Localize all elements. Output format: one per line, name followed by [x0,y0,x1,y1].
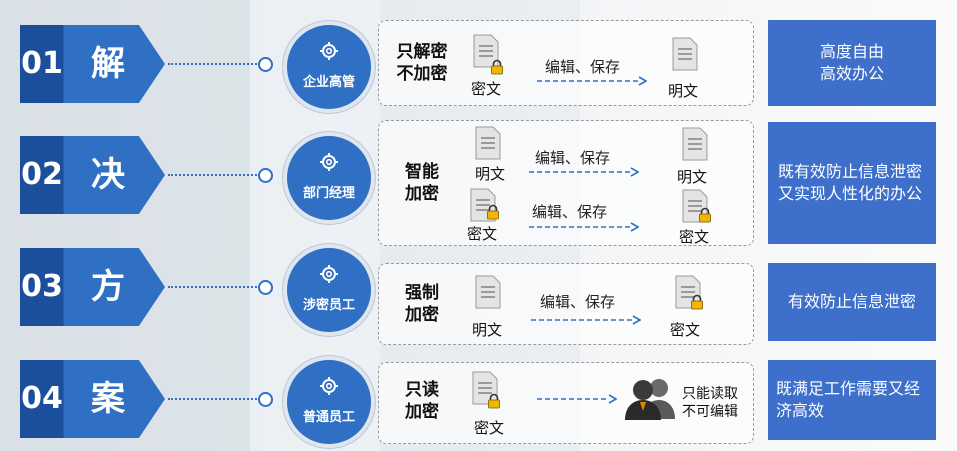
row-character: 决 [91,155,125,195]
role-name: 部门经理 [302,186,355,201]
lock-icon [491,59,503,75]
connector-line [168,398,260,400]
connector-line [168,174,260,176]
connector-line [168,63,260,65]
result-box: 既满足工作需要又经济高效 [768,360,936,440]
users-icon [625,379,675,420]
arrow-right-icon [529,167,639,177]
document-icon [473,34,499,68]
lock-icon [488,393,500,409]
row-number: 02 [21,157,63,192]
result-text: 高度自由 高效办公 [819,42,884,83]
action-label: 编辑、保存 [545,58,621,76]
target-label: 明文 [668,82,699,100]
target-label: 密文 [679,228,710,246]
source-label: 密文 [474,419,505,437]
source-label: 密文 [467,225,498,243]
action-label: 编辑、保存 [532,203,608,221]
panel-title: 只读 加密 [405,380,439,422]
row-label-tab [20,248,165,326]
result-box: 高度自由 高效办公 [768,20,936,106]
target-label: 密文 [670,321,701,339]
role-name: 涉密员工 [302,298,355,313]
role-circle[interactable]: 涉密员工 [283,244,375,336]
connector-dot [258,392,273,407]
gear-icon [320,42,338,60]
connector-dot [258,57,273,72]
lock-icon [691,294,703,310]
action-label: 编辑、保存 [535,149,611,167]
row-label-tab [20,360,165,438]
role-name: 普通员工 [302,410,355,425]
source-label: 明文 [475,165,506,183]
result-text: 有效防止信息泄密 [787,292,916,311]
flow-panel: 智能 加密 明文 编辑、保存 明文 密文 编辑、保存 密文 [378,120,754,246]
arrow-right-icon [531,315,641,325]
row-label-tab [20,25,165,103]
connector-dot [258,280,273,295]
result-text: 既有效防止信息泄密又实现人性化的办公 [778,162,923,203]
gear-icon [320,153,338,171]
lock-icon [699,207,711,223]
row-label-tab [20,136,165,214]
row-character: 案 [91,379,125,419]
document-icon [682,127,708,161]
result-box: 有效防止信息泄密 [768,263,936,341]
target-label: 只能读取 不可编辑 [682,386,738,420]
document-icon [475,275,501,309]
role-circle[interactable]: 部门经理 [283,132,375,224]
arrow-right-icon [537,76,647,86]
result-text: 既满足工作需要又经济高效 [776,379,921,420]
role-circle[interactable]: 企业高管 [283,21,375,113]
panel-title: 智能 加密 [405,162,439,204]
arrow-right-icon [537,394,617,404]
row-character: 方 [91,267,125,307]
flow-panel: 只读 加密 密文 只能读取 不可编辑 [378,362,754,444]
lock-icon [487,204,499,220]
flow-panel: 只解密 不加密 密文 编辑、保存 明文 [378,20,754,106]
gear-icon [320,377,338,395]
document-icon [475,126,501,160]
row-number: 04 [21,381,63,416]
action-label: 编辑、保存 [540,293,616,311]
document-icon [672,37,698,71]
result-box: 既有效防止信息泄密又实现人性化的办公 [768,122,936,244]
arrow-right-icon [529,222,639,232]
row-number: 03 [21,269,63,304]
gear-icon [320,265,338,283]
role-circle[interactable]: 普通员工 [283,356,375,448]
row-number: 01 [21,46,63,81]
source-label: 密文 [471,80,502,98]
panel-title: 强制 加密 [405,283,439,325]
panel-title: 只解密 不加密 [396,42,448,84]
connector-dot [258,168,273,183]
source-label: 明文 [472,321,503,339]
target-label: 明文 [677,168,708,186]
flow-panel: 强制 加密 明文 编辑、保存 密文 [378,263,754,345]
role-name: 企业高管 [302,75,355,90]
connector-line [168,286,260,288]
row-character: 解 [91,44,125,84]
